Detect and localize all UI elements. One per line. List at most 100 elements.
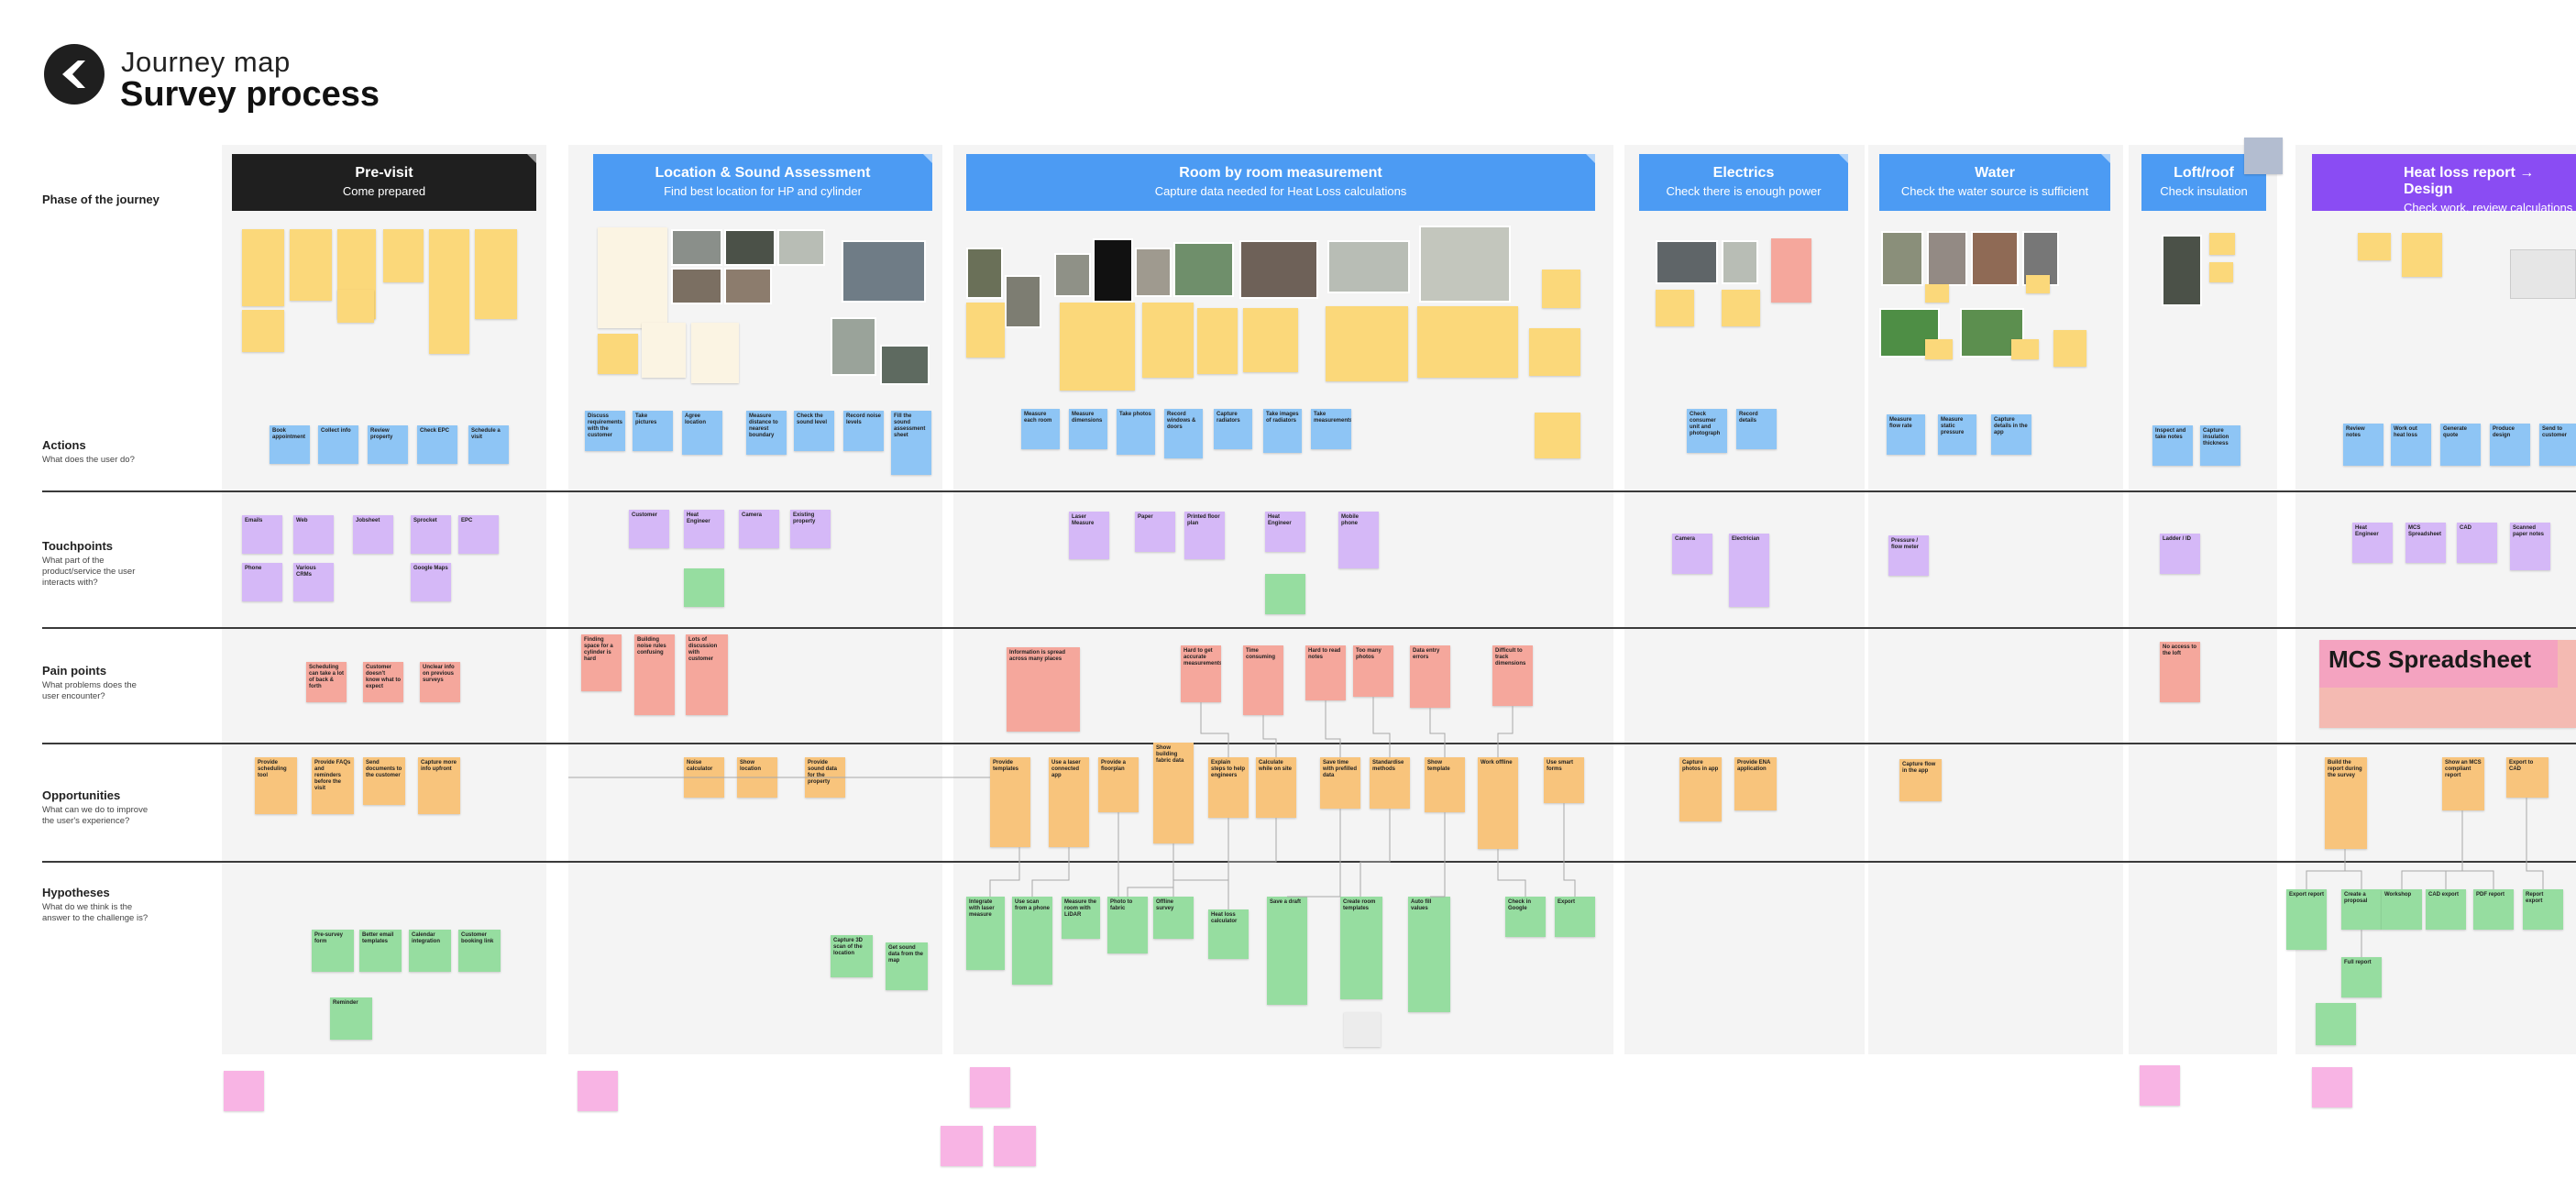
action-sticky[interactable]: Check the sound level: [794, 411, 834, 451]
pain-point-sticky[interactable]: Information is spread across many places: [1007, 647, 1080, 732]
site-photo[interactable]: [724, 229, 776, 266]
sticky-note[interactable]: [598, 334, 638, 374]
spreadsheet-screenshot[interactable]: [2510, 249, 2576, 299]
opportunity-sticky[interactable]: Show template: [1425, 757, 1465, 812]
opportunity-sticky[interactable]: Use smart forms: [1544, 757, 1584, 803]
touchpoint-sticky[interactable]: Various CRMs: [293, 563, 334, 601]
touchpoint-sticky[interactable]: Sprocket: [411, 515, 451, 554]
touchpoint-sticky[interactable]: EPC: [458, 515, 499, 554]
sticky-note[interactable]: [242, 310, 284, 352]
sticky-note[interactable]: [1925, 339, 1953, 359]
action-sticky[interactable]: Check EPC: [417, 425, 457, 464]
opportunity-sticky[interactable]: Capture photos in app: [1679, 757, 1722, 821]
hypothesis-sticky[interactable]: Integrate with laser measure: [966, 897, 1005, 970]
hypothesis-sticky[interactable]: Customer booking link: [458, 930, 501, 972]
opportunity-sticky[interactable]: Build the report during the survey: [2325, 757, 2367, 849]
touchpoint-sticky[interactable]: Web: [293, 515, 334, 554]
sticky-note[interactable]: [1529, 328, 1580, 376]
touchpoint-sticky[interactable]: Paper: [1135, 512, 1175, 552]
site-photo[interactable]: [671, 268, 722, 304]
action-sticky[interactable]: Record noise levels: [843, 411, 884, 451]
hypothesis-sticky[interactable]: Auto fill values: [1408, 897, 1450, 1012]
opportunity-sticky[interactable]: Save time with prefilled data: [1320, 757, 1360, 809]
action-sticky[interactable]: Record details: [1736, 409, 1777, 449]
sticky-note[interactable]: [475, 229, 517, 319]
hypothesis-sticky[interactable]: Use scan from a phone: [1012, 897, 1052, 985]
sticky-note[interactable]: [1925, 284, 1949, 303]
action-sticky[interactable]: Agree location: [682, 411, 722, 455]
hypothesis-sticky[interactable]: Export report: [2286, 889, 2327, 950]
action-sticky[interactable]: Measure flow rate: [1887, 414, 1925, 455]
sticky-note[interactable]: [1243, 308, 1298, 372]
hypothesis-sticky[interactable]: Photo to fabric: [1107, 897, 1148, 953]
sticky-note[interactable]: [1326, 306, 1408, 381]
action-sticky[interactable]: Check consumer unit and photograph: [1687, 409, 1727, 453]
notes-sticky[interactable]: [598, 227, 667, 328]
opportunity-sticky[interactable]: Send documents to the customer: [363, 757, 405, 805]
site-photo[interactable]: [880, 345, 930, 385]
action-sticky[interactable]: Discuss requirements with the customer: [585, 411, 625, 451]
site-photo[interactable]: [1722, 240, 1758, 284]
comment-sticky[interactable]: [578, 1071, 618, 1111]
hypothesis-sticky[interactable]: Full report: [2341, 957, 2382, 997]
opportunity-sticky[interactable]: Provide templates: [990, 757, 1030, 847]
sticky-note[interactable]: [1060, 303, 1135, 391]
action-sticky[interactable]: Review property: [368, 425, 408, 464]
hypothesis-sticky[interactable]: Create room templates: [1340, 897, 1382, 999]
sticky-note[interactable]: [383, 229, 424, 282]
hypothesis-sticky[interactable]: PDF report: [2473, 889, 2514, 930]
hypothesis-sticky[interactable]: Report export: [2523, 889, 2563, 930]
touchpoint-sticky[interactable]: Printed floor plan: [1184, 512, 1225, 559]
site-photo[interactable]: [831, 317, 876, 376]
touchpoint-sticky[interactable]: Jobsheet: [353, 515, 393, 554]
sticky-note[interactable]: [1265, 574, 1305, 614]
opportunity-sticky[interactable]: Provide FAQs and reminders before the vi…: [312, 757, 354, 814]
hypothesis-sticky[interactable]: Create a proposal: [2341, 889, 2382, 930]
sticky-note[interactable]: [337, 290, 374, 323]
pain-point-sticky[interactable]: Finding space for a cylinder is hard: [581, 634, 622, 691]
hypothesis-sticky[interactable]: Heat loss calculator: [1208, 909, 1249, 959]
sticky-note[interactable]: [684, 568, 724, 607]
touchpoint-sticky[interactable]: Customer: [629, 510, 669, 548]
comment-sticky[interactable]: [2140, 1065, 2180, 1106]
hypothesis-sticky[interactable]: Capture 3D scan of the location: [831, 935, 873, 977]
sticky-note[interactable]: [1542, 270, 1580, 308]
hypothesis-sticky[interactable]: Measure the room with LiDAR: [1062, 897, 1100, 939]
opportunity-sticky[interactable]: Explain steps to help engineers: [1208, 757, 1249, 818]
site-photo[interactable]: [1093, 238, 1133, 303]
pain-point-sticky[interactable]: Hard to get accurate measurements: [1181, 645, 1221, 702]
touchpoint-sticky[interactable]: Existing property: [790, 510, 831, 548]
hypothesis-sticky[interactable]: CAD export: [2426, 889, 2466, 930]
opportunity-sticky[interactable]: Show building fabric data: [1153, 743, 1194, 843]
site-photo[interactable]: [777, 229, 825, 266]
site-photo[interactable]: [1419, 226, 1511, 303]
site-photo[interactable]: [724, 268, 772, 304]
action-sticky[interactable]: Take measurements: [1311, 409, 1351, 449]
hypothesis-sticky[interactable]: Calendar integration: [409, 930, 451, 972]
sticky-note[interactable]: [1417, 306, 1518, 378]
site-photo[interactable]: [1239, 240, 1318, 299]
site-photo[interactable]: [1927, 231, 1967, 286]
touchpoint-sticky[interactable]: Phone: [242, 563, 282, 601]
pain-point-sticky[interactable]: Time consuming: [1243, 645, 1283, 715]
action-sticky[interactable]: Schedule a visit: [468, 425, 509, 464]
site-photo[interactable]: [2162, 235, 2202, 306]
touchpoint-sticky[interactable]: MCS Spreadsheet: [2405, 523, 2446, 563]
hypothesis-sticky[interactable]: Workshop: [2382, 889, 2422, 930]
action-sticky[interactable]: Measure static pressure: [1938, 414, 1976, 455]
action-sticky[interactable]: Inspect and take notes: [2152, 425, 2193, 466]
sticky-note[interactable]: [2358, 233, 2391, 260]
sticky-note[interactable]: [966, 303, 1005, 358]
site-photo[interactable]: [1881, 231, 1923, 286]
touchpoint-sticky[interactable]: Scanned paper notes: [2510, 523, 2550, 570]
touchpoint-sticky[interactable]: CAD: [2457, 523, 2497, 563]
comment-sticky[interactable]: [941, 1126, 983, 1166]
opportunity-sticky[interactable]: Export to CAD: [2506, 757, 2548, 798]
sticky-note[interactable]: [2053, 330, 2086, 367]
sticky-note[interactable]: [2402, 233, 2442, 277]
sticky-note[interactable]: [1535, 413, 1580, 458]
hypothesis-sticky[interactable]: Export: [1555, 897, 1595, 937]
